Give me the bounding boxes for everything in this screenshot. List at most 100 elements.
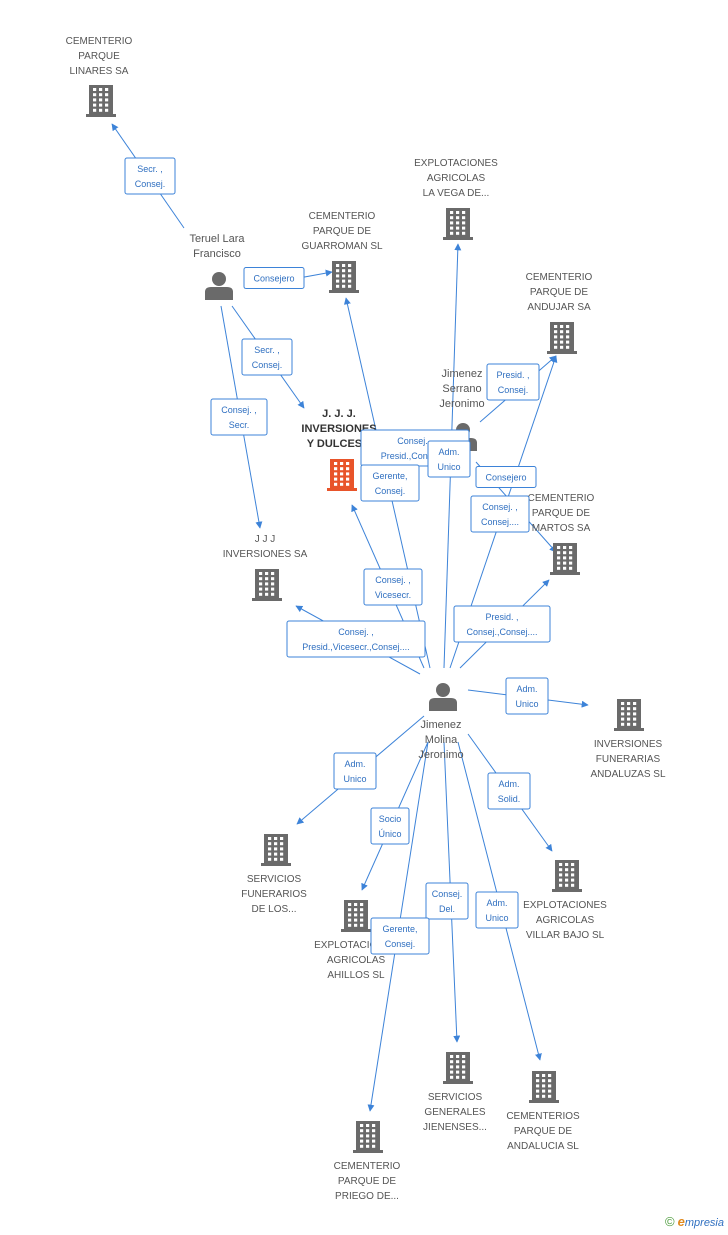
edge-label-text: Consej. , xyxy=(397,436,433,446)
brand-name: mpresia xyxy=(684,1217,724,1229)
building-icon[interactable] xyxy=(86,85,116,117)
node-label-line: J. J. J. xyxy=(322,408,356,420)
building-icon[interactable] xyxy=(261,834,291,866)
node-label-line: INVERSIONES xyxy=(594,739,663,750)
edge-label-11[interactable]: Consej. , Vicesecr. xyxy=(363,568,423,606)
edge-label-box xyxy=(124,157,176,195)
edge-label-text: Consej. , xyxy=(221,405,257,415)
edge-label-1[interactable]: Consejero xyxy=(243,267,305,289)
edge-label-text: Consej. xyxy=(385,939,416,949)
building-icon[interactable] xyxy=(329,261,359,293)
node-label-line: AGRICOLAS xyxy=(427,173,486,184)
building-icon[interactable] xyxy=(550,543,580,575)
building-icon[interactable] xyxy=(327,459,357,491)
node-cementerio_martos[interactable]: CEMENTERIO PARQUE DE MARTOS SA xyxy=(528,493,595,575)
building-icon[interactable] xyxy=(552,860,582,892)
node-label-line: EXPLOTACIONES xyxy=(523,900,607,911)
node-label-line: FUNERARIAS xyxy=(596,754,661,765)
node-label-line: Y DULCES... xyxy=(307,438,372,450)
node-label-line: CEMENTERIO xyxy=(528,493,595,504)
edge-label-box xyxy=(241,338,293,376)
edge-label-text: Unico xyxy=(437,462,460,472)
edge-label-text: Consej.... xyxy=(481,517,519,527)
edge-label-14[interactable]: Adm.Unico xyxy=(505,677,549,715)
edge-label-6[interactable]: Adm.Unico xyxy=(427,440,471,478)
node-label-line: AHILLOS SL xyxy=(327,970,385,981)
building-icon[interactable] xyxy=(547,322,577,354)
edge-label-box xyxy=(486,363,540,401)
person-icon[interactable] xyxy=(429,683,457,711)
node-label-line: PARQUE DE xyxy=(530,287,588,298)
building-icon[interactable] xyxy=(443,1052,473,1084)
node-label-line: PARQUE DE xyxy=(338,1176,396,1187)
edge-label-13[interactable]: Presid. , Consej.,Consej.... xyxy=(453,605,551,643)
edge-label-16[interactable]: Adm.Solid. xyxy=(487,772,531,810)
edge-label-text: Presid. , xyxy=(496,370,529,380)
building-icon[interactable] xyxy=(353,1121,383,1153)
node-label-line: Teruel Lara xyxy=(189,233,245,245)
edge-label-18[interactable]: Consej.Del. xyxy=(425,882,469,920)
edge-label-3[interactable]: Consej. ,Secr. xyxy=(210,398,268,436)
node-label-line: Jimenez xyxy=(442,368,483,380)
edge-label-text: Presid. , xyxy=(485,612,518,622)
edge-label-box xyxy=(470,495,530,533)
edge-label-text: Consej. xyxy=(432,889,463,899)
node-label-line: SERVICIOS xyxy=(247,874,302,885)
edge-label-text: Consej. , xyxy=(375,575,411,585)
node-label-line: PARQUE DE xyxy=(514,1126,572,1137)
node-label-line: SERVICIOS xyxy=(428,1092,483,1103)
edge-label-19[interactable]: Adm.Unico xyxy=(475,891,519,929)
node-label-line: MARTOS SA xyxy=(532,523,591,534)
edge-label-12[interactable]: Consej. ,Presid.,Vicesecr.,Consej.... xyxy=(286,620,426,658)
copyright-symbol: © xyxy=(665,1214,675,1229)
node-label-line: PARQUE DE xyxy=(532,508,590,519)
edge-label-box xyxy=(475,891,519,929)
edge-label-15[interactable]: Adm.Unico xyxy=(333,752,377,790)
edge-label-4[interactable]: Presid. , Consej. xyxy=(486,363,540,401)
building-icon[interactable] xyxy=(614,699,644,731)
edge-label-text: Consej. xyxy=(252,360,283,370)
building-icon[interactable] xyxy=(529,1071,559,1103)
edge-label-text: Consejero xyxy=(485,473,526,483)
edge-label-text: Consej. , xyxy=(338,627,374,637)
node-servicios_generales[interactable]: SERVICIOSGENERALESJIENENSES... xyxy=(423,1052,487,1133)
edge-label-2[interactable]: Secr. , Consej. xyxy=(241,338,293,376)
edge-label-box xyxy=(243,267,305,289)
edge-label-text: Secr. , xyxy=(254,345,280,355)
edge-label-text: Adm. xyxy=(486,898,507,908)
edge-label-8[interactable]: Gerente,Consej. xyxy=(360,464,420,502)
building-icon[interactable] xyxy=(443,208,473,240)
edge-label-text: Adm. xyxy=(516,684,537,694)
node-label-line: Molina xyxy=(425,734,458,746)
person-icon[interactable] xyxy=(205,272,233,300)
edge-label-text: Consej. xyxy=(498,385,529,395)
edge-label-0[interactable]: Secr. , Consej. xyxy=(124,157,176,195)
building-icon[interactable] xyxy=(341,900,371,932)
edge-label-text: Gerente, xyxy=(382,924,417,934)
building-icon[interactable] xyxy=(252,569,282,601)
edge-label-text: Consej.,Consej.... xyxy=(466,627,537,637)
edge-label-10[interactable]: Consej. ,Consej.... xyxy=(470,495,530,533)
edge-label-box xyxy=(360,464,420,502)
edge-label-text: Vicesecr. xyxy=(375,590,411,600)
edge-label-text: Secr. , xyxy=(137,164,163,174)
edge-label-7[interactable]: Consejero xyxy=(475,466,537,488)
edge-label-20[interactable]: Gerente, Consej. xyxy=(370,917,430,955)
edge-label-text: Consej. xyxy=(135,179,166,189)
